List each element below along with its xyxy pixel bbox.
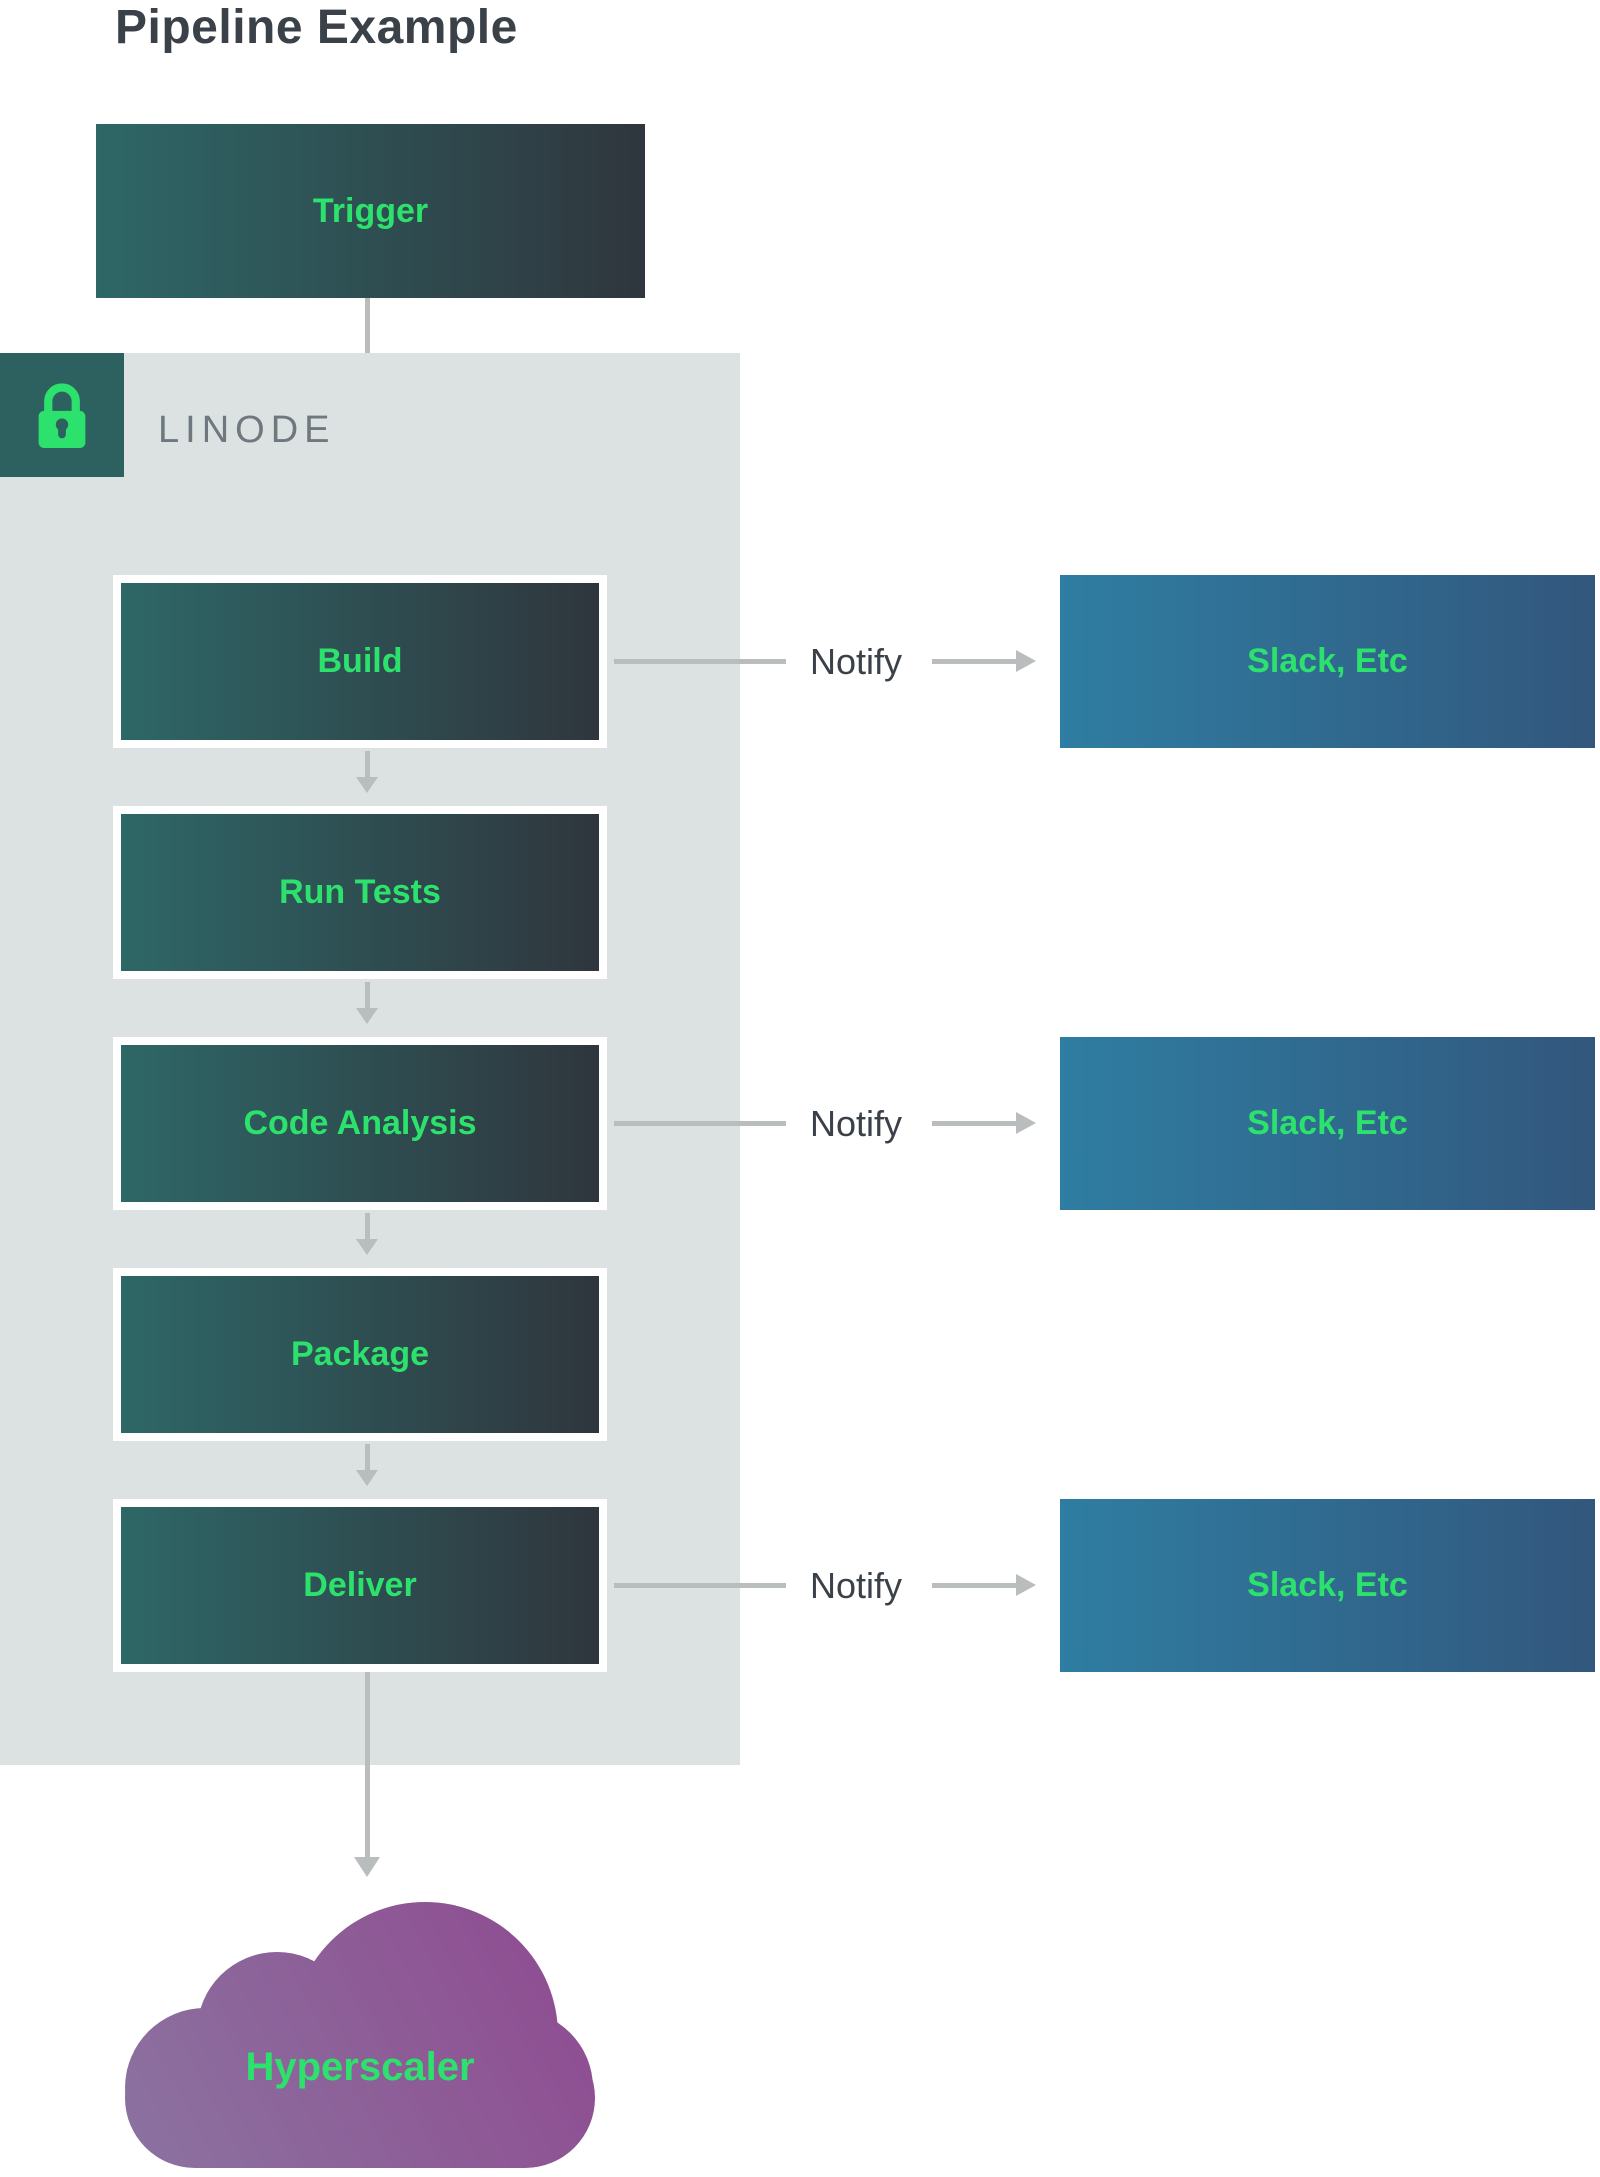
arrow-runtests-to-codeanalysis-line bbox=[365, 982, 370, 1008]
arrow-down-icon bbox=[356, 777, 378, 793]
arrow-codeanalysis-to-package-line bbox=[365, 1213, 370, 1239]
notify-connector-line bbox=[614, 1121, 786, 1126]
notify-arrow-line bbox=[932, 659, 1016, 664]
arrow-down-icon bbox=[356, 1470, 378, 1486]
stage-box-deliver: Deliver bbox=[113, 1499, 607, 1672]
stage-label: Run Tests bbox=[279, 873, 441, 911]
notify-label: Notify bbox=[809, 641, 903, 682]
notify-label: Notify bbox=[809, 1565, 903, 1606]
arrow-package-to-deliver-line bbox=[365, 1444, 370, 1470]
stage-label: Deliver bbox=[303, 1566, 417, 1604]
stage-box-run-tests: Run Tests bbox=[113, 806, 607, 979]
notify-target-box-deliver: Slack, Etc bbox=[1060, 1499, 1595, 1672]
hyperscaler-cloud bbox=[125, 1890, 595, 2168]
lock-icon bbox=[38, 383, 86, 448]
stage-box-code-analysis: Code Analysis bbox=[113, 1037, 607, 1210]
arrow-right-icon bbox=[1016, 650, 1036, 672]
stage-label: Build bbox=[317, 642, 403, 680]
notify-arrow-line bbox=[932, 1583, 1016, 1588]
trigger-label: Trigger bbox=[312, 191, 429, 230]
arrow-build-to-runtests-line bbox=[365, 751, 370, 777]
notify-label: Notify bbox=[809, 1103, 903, 1144]
arrow-down-icon bbox=[354, 1857, 380, 1877]
cloud-icon bbox=[125, 1902, 595, 2168]
notify-target-box-code-analysis: Slack, Etc bbox=[1060, 1037, 1595, 1210]
arrow-right-icon bbox=[1016, 1112, 1036, 1134]
stage-box-package: Package bbox=[113, 1268, 607, 1441]
notify-arrow-line bbox=[932, 1121, 1016, 1126]
page-title: Pipeline Example bbox=[115, 1, 518, 54]
stage-label: Code Analysis bbox=[243, 1104, 477, 1142]
trigger-box: Trigger bbox=[96, 124, 645, 298]
stage-label: Package bbox=[291, 1335, 429, 1373]
arrow-deliver-to-cloud-line bbox=[365, 1672, 370, 1857]
arrow-down-icon bbox=[356, 1239, 378, 1255]
notify-target-label: Slack, Etc bbox=[1247, 642, 1408, 680]
cloud-label: Hyperscaler bbox=[245, 2045, 475, 2089]
linode-label: LINODE bbox=[158, 409, 336, 451]
arrow-down-icon bbox=[356, 1008, 378, 1024]
arrow-right-icon bbox=[1016, 1574, 1036, 1596]
notify-connector-line bbox=[614, 659, 786, 664]
notify-target-label: Slack, Etc bbox=[1247, 1104, 1408, 1142]
lock-badge bbox=[0, 353, 124, 477]
notify-target-box-build: Slack, Etc bbox=[1060, 575, 1595, 748]
notify-connector-line bbox=[614, 1583, 786, 1588]
notify-target-label: Slack, Etc bbox=[1247, 1566, 1408, 1604]
stage-box-build: Build bbox=[113, 575, 607, 748]
